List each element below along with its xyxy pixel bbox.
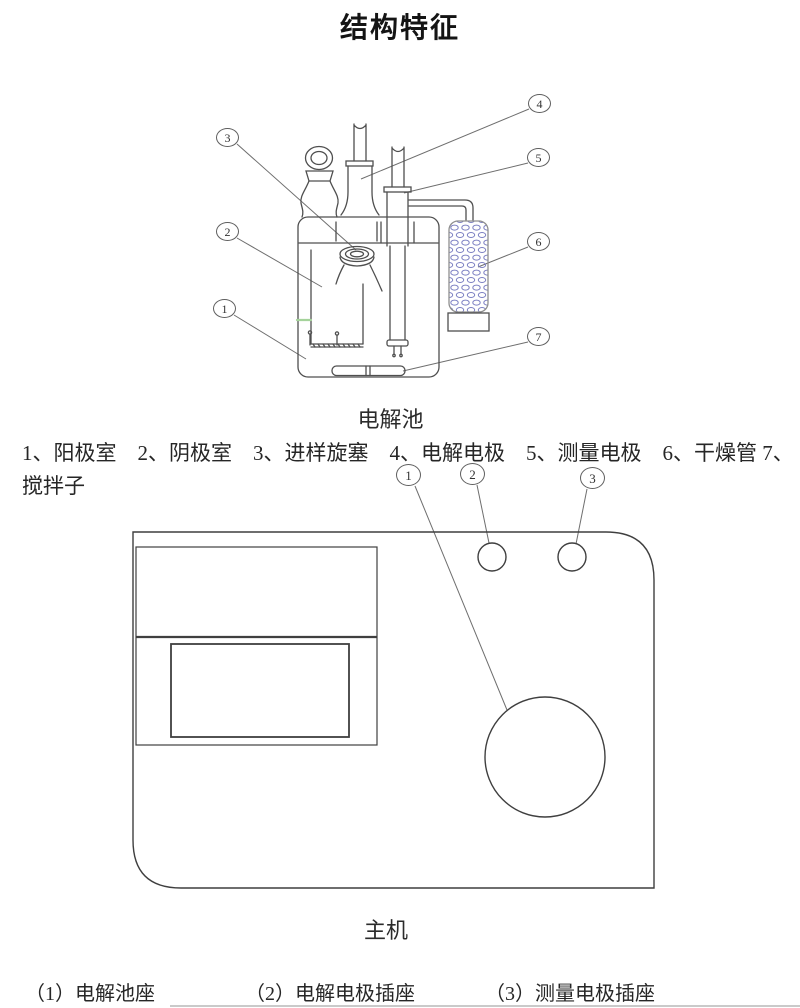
cell-parts-list-line1: 1、阳极室 2、阴极室 3、进样旋塞 4、电解电极 5、测量电极 6、干燥管 7…: [22, 441, 794, 465]
measuring-electrode-tube: [380, 146, 415, 358]
measuring-socket-circle: [557, 542, 587, 572]
front-panel: [135, 546, 378, 746]
cell-vessel: [297, 216, 440, 378]
callout-electrolysis-electrode: 4: [528, 94, 551, 113]
electrolytic-cell-drawing: [295, 123, 490, 378]
drying-tube: [447, 220, 490, 332]
legend-electrolysis-socket: （2）电解电极插座: [245, 983, 415, 1005]
cell-seat-circle: [484, 696, 606, 818]
main-unit-caption: 主机: [363, 918, 408, 943]
display-window: [170, 643, 350, 738]
sample-stopper: [335, 221, 383, 292]
main-unit-drawing: [132, 531, 655, 889]
cell-parts-list-line2: 搅拌子: [22, 474, 85, 498]
electrolysis-socket-circle: [477, 542, 507, 572]
main-unit-outline: [132, 531, 655, 889]
anode-chamber: [307, 249, 364, 348]
callout-measuring-electrode: 5: [527, 148, 550, 167]
stir-bar: [331, 365, 406, 377]
callout-drying-tube: 6: [527, 232, 550, 251]
callout-stir-bar: 7: [527, 327, 550, 346]
ring-handle: [300, 145, 339, 218]
gas-pipe: [408, 199, 474, 221]
callout-electrolysis-socket: 2: [460, 463, 485, 485]
callout-anode-chamber: 1: [213, 299, 236, 318]
legend-cell-seat: （1）电解池座: [25, 983, 155, 1005]
callout-cell-seat: 1: [396, 464, 421, 486]
callout-sample-stopper: 3: [216, 128, 239, 147]
electrolysis-electrode-tube: [340, 123, 380, 216]
legend-measuring-socket: （3）测量电极插座: [485, 983, 655, 1005]
page-title: 结构特征: [339, 12, 460, 43]
callout-cathode-chamber: 2: [216, 222, 239, 241]
cell-figure-caption: 电解池: [357, 407, 424, 432]
callout-measuring-socket: 3: [580, 467, 605, 489]
